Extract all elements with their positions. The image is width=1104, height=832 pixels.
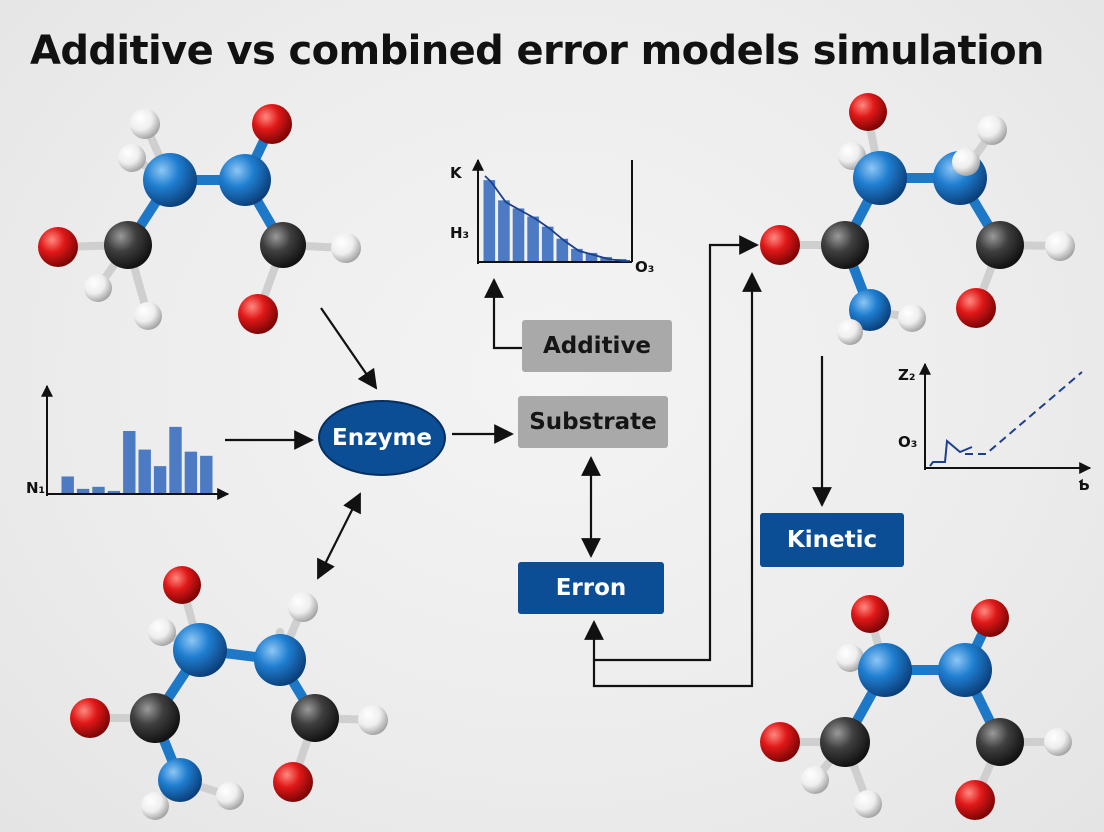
left-chart-y-label: N₁ (26, 479, 45, 497)
top-chart-bar-5 (541, 226, 554, 261)
left-chart-bar-3 (92, 486, 105, 493)
top-chart-y-label-k: K (450, 164, 463, 182)
left-chart-bar-1 (61, 476, 74, 493)
left-chart-bar-6 (138, 449, 151, 493)
arrow-erron-to-molecule-lower (592, 272, 762, 688)
top-chart-bar-7 (571, 248, 583, 261)
right-chart-dashed-line (965, 371, 1083, 455)
right-chart-y-label-o: O₃ (898, 433, 917, 451)
left-chart-bar-2 (76, 488, 90, 493)
left-chart-bars (61, 426, 213, 493)
node-enzyme-label: Enzyme (331, 425, 433, 451)
arrow-enzyme-molecule-bidirectional (317, 492, 361, 580)
connectors (225, 235, 832, 688)
top-chart-bar-1 (483, 180, 496, 261)
molecule-bottom-right (760, 595, 1072, 820)
right-chart-x-end-label: Ƅ (1078, 476, 1089, 494)
left-bar-chart: N₁ (26, 384, 230, 500)
node-enzyme[interactable]: Enzyme (318, 400, 446, 476)
left-chart-bar-4 (107, 490, 121, 493)
arrow-molecule-to-enzyme (320, 307, 378, 390)
arrow-erron-to-molecule-upper (584, 235, 759, 662)
top-chart-x-end-label: O₃ (635, 258, 654, 276)
arrow-additive-to-chart (484, 278, 522, 350)
node-kinetic[interactable]: Kinetic (760, 513, 904, 567)
node-additive[interactable]: Additive (522, 320, 672, 372)
node-additive-label: Additive (542, 333, 652, 359)
top-chart-bar-3 (512, 208, 525, 261)
node-kinetic-label: Kinetic (786, 527, 878, 553)
node-substrate-label: Substrate (529, 409, 657, 435)
right-chart-solid-line (929, 439, 973, 467)
top-chart-bar-2 (498, 200, 510, 261)
top-chart-bar-4 (527, 216, 539, 261)
top-chart-bar-6 (556, 238, 569, 261)
molecule-bottom-left (70, 566, 388, 820)
page-title: Additive vs combined error models simula… (30, 28, 1045, 74)
top-histogram-chart: K H₃ O₃ (450, 158, 654, 276)
molecule-top-right (760, 93, 1075, 345)
left-chart-bar-9 (184, 451, 198, 493)
left-chart-bar-5 (123, 431, 136, 493)
right-line-chart: Z₂ O₃ Ƅ (898, 362, 1092, 494)
top-chart-bars (483, 180, 627, 261)
right-chart-y-label-z: Z₂ (898, 366, 915, 384)
top-chart-y-label-h: H₃ (450, 224, 469, 242)
molecule-top-left (38, 104, 361, 334)
left-chart-bar-10 (200, 455, 213, 493)
left-chart-bar-7 (153, 466, 167, 493)
node-erron-label: Erron (555, 575, 627, 601)
left-chart-bar-8 (169, 426, 182, 493)
node-erron[interactable]: Erron (518, 562, 664, 614)
node-substrate[interactable]: Substrate (518, 396, 668, 448)
